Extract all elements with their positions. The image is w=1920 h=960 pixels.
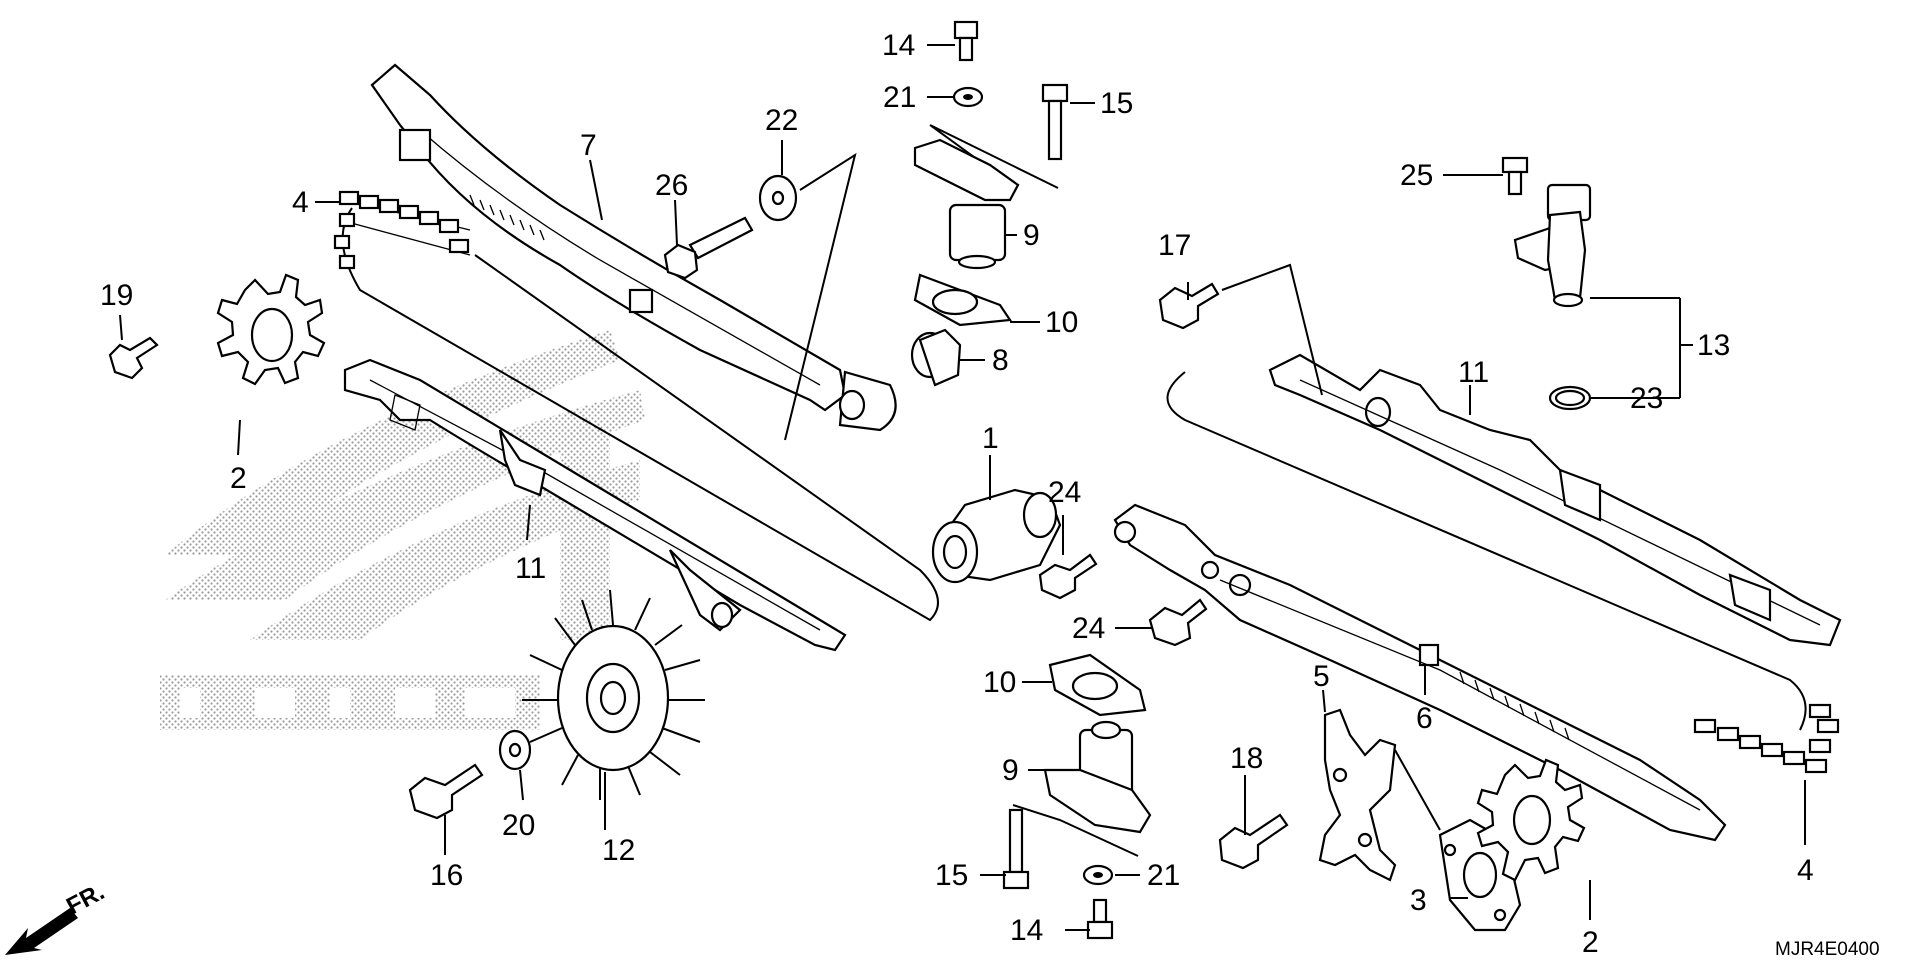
callout-4-right: 4 <box>1797 854 1814 887</box>
callout-15-top: 15 <box>1100 87 1133 120</box>
callout-26: 26 <box>655 169 688 202</box>
callout-6: 6 <box>1416 702 1433 735</box>
callout-labels: 1 2 2 3 4 4 5 6 7 8 9 9 10 10 11 11 12 1… <box>100 29 1814 959</box>
bolt-19 <box>108 336 159 380</box>
callout-17: 17 <box>1158 229 1191 262</box>
callout-13: 13 <box>1697 329 1730 362</box>
callout-24-upper: 24 <box>1048 476 1081 509</box>
chain-guide-right <box>1268 353 1842 647</box>
gasket-10-top <box>913 273 1012 327</box>
callout-11-left: 11 <box>515 552 546 585</box>
o-ring-23 <box>1548 385 1592 411</box>
bolt-16 <box>408 763 484 820</box>
bolt-17 <box>1158 263 1323 396</box>
callout-19: 19 <box>100 279 133 312</box>
callout-1: 1 <box>982 422 999 455</box>
bolt-18 <box>1218 813 1289 870</box>
callout-21-top: 21 <box>883 81 916 114</box>
cam-sprocket-left <box>216 273 326 386</box>
callout-23: 23 <box>1630 382 1663 415</box>
callout-4-left: 4 <box>292 186 309 219</box>
bolt-15-top <box>1041 83 1069 161</box>
bolt-24-lower <box>1148 598 1208 647</box>
bolt-24-upper <box>1038 553 1098 600</box>
callout-24-lower: 24 <box>1072 612 1105 645</box>
gasket-10-bottom <box>1048 653 1147 717</box>
callout-8: 8 <box>992 344 1009 377</box>
callout-15-bottom: 15 <box>935 859 968 892</box>
tensioner-lifter-top <box>913 124 1059 270</box>
bolt-14-top <box>953 20 979 62</box>
callout-9-bottom: 9 <box>1002 754 1019 787</box>
callout-14-top: 14 <box>882 29 915 62</box>
washer-21-bottom <box>1082 864 1114 886</box>
callout-25: 25 <box>1400 159 1433 192</box>
cam-sensor <box>1513 183 1592 308</box>
cam-chain-right <box>1166 371 1840 774</box>
cam-sprocket-center <box>931 488 1062 584</box>
washer-21-top <box>952 86 984 108</box>
callout-11-right: 11 <box>1458 356 1489 389</box>
tensioner-lifter-bottom <box>1012 720 1152 857</box>
washer-20 <box>498 729 532 771</box>
diagram-code: MJR4E0400 <box>1775 939 1880 960</box>
callout-10-top: 10 <box>1045 306 1078 339</box>
bolt-26 <box>663 216 754 280</box>
bolt-25 <box>1501 156 1529 196</box>
callout-14-bottom: 14 <box>1010 914 1043 947</box>
chain-guide-roller-12 <box>522 589 705 800</box>
cam-sprocket-right <box>1476 758 1586 882</box>
front-direction-arrow: FR. <box>5 878 109 955</box>
plate-5 <box>1318 708 1441 882</box>
leader-lines <box>119 44 1806 931</box>
honda-watermark-letters <box>160 675 540 730</box>
callout-2-left: 2 <box>230 462 247 495</box>
callout-12: 12 <box>602 834 635 867</box>
callout-5: 5 <box>1313 660 1330 693</box>
plate-3 <box>1438 818 1522 932</box>
callout-16: 16 <box>430 859 463 892</box>
cam-chain-guide <box>370 63 897 432</box>
callout-18: 18 <box>1230 742 1263 775</box>
callout-3: 3 <box>1410 884 1427 917</box>
callout-7: 7 <box>580 129 597 162</box>
callout-10-bottom: 10 <box>983 666 1016 699</box>
washer-8 <box>910 328 962 387</box>
callout-20: 20 <box>502 809 535 842</box>
chain-tensioner-arm-left <box>343 358 847 652</box>
cam-chain-left <box>333 190 939 622</box>
callout-9-top: 9 <box>1023 219 1040 252</box>
chain-tensioner-arm-right <box>1113 503 1727 842</box>
washer-22 <box>758 152 857 441</box>
callout-21-bottom: 21 <box>1147 859 1180 892</box>
bolt-14-bottom <box>1086 898 1114 940</box>
callout-22: 22 <box>765 104 798 137</box>
bolt-15-bottom <box>1002 808 1030 890</box>
callout-2-right: 2 <box>1582 926 1599 959</box>
